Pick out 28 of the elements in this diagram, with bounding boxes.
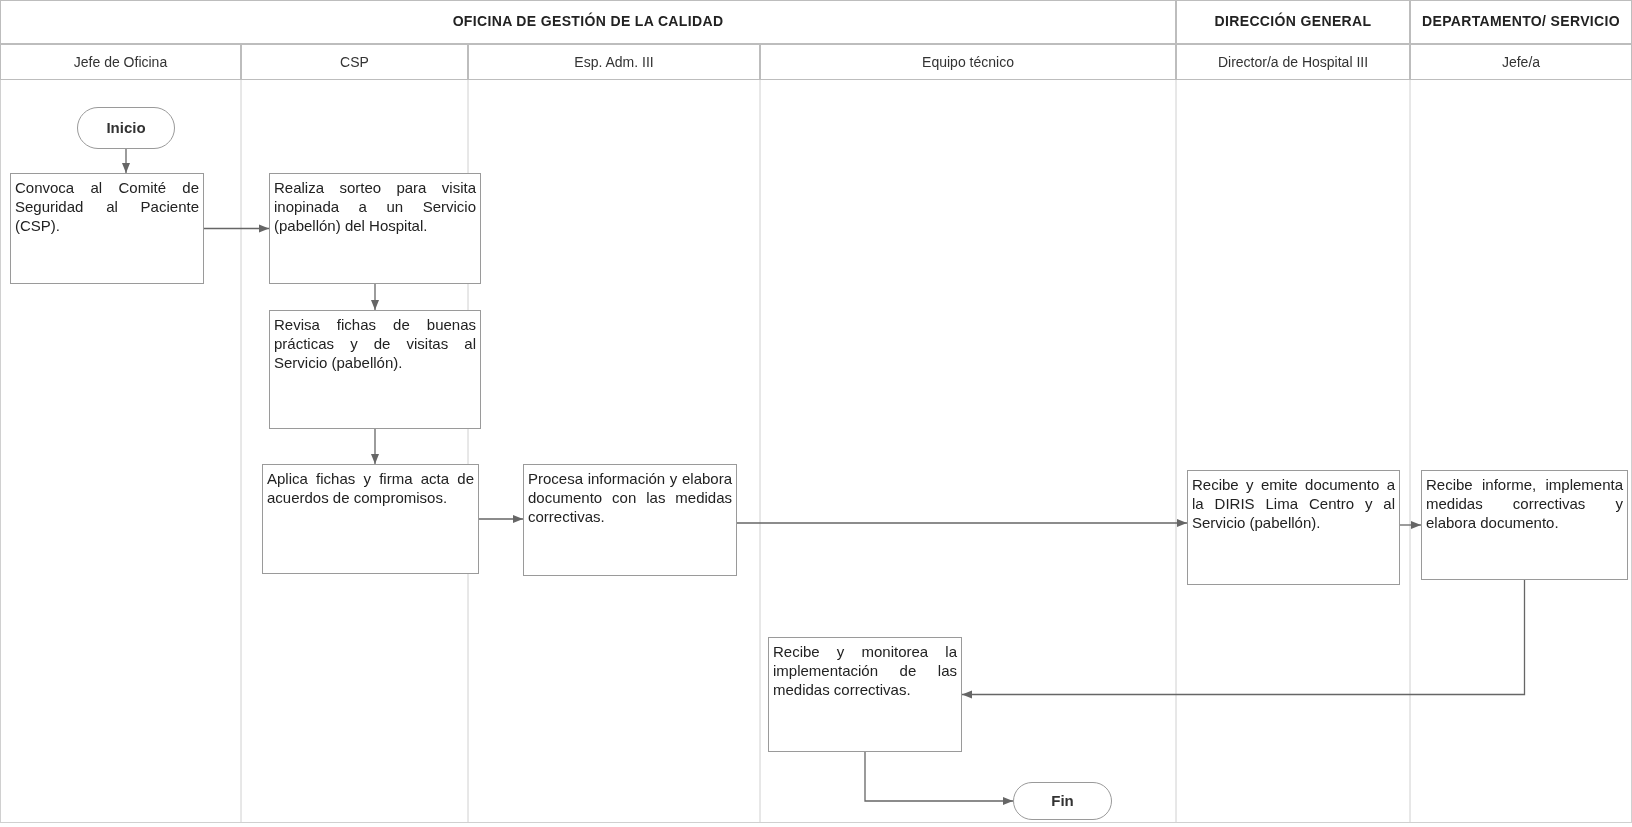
arrow <box>370 428 380 465</box>
process-box: Realiza sorteo para visita inopinada a un Servicio (pabellón) del Hospital. <box>269 173 481 284</box>
lane-header: Esp. Adm. III <box>468 44 760 80</box>
process-box: Procesa información y elabora documento con las medidas correctivas. <box>523 464 737 576</box>
arrow <box>121 148 131 174</box>
terminator-pill: Fin <box>1013 782 1112 820</box>
arrow <box>864 751 1014 806</box>
lane-header: Jefe/a <box>1410 44 1632 80</box>
lane-header: CSP <box>241 44 468 80</box>
process-box: Recibe informe, implementa medidas correctivas y elabora documento. <box>1421 470 1628 580</box>
process-box: Recibe y emite documento a la DIRIS Lima Centro y al Servicio (pabellón). <box>1187 470 1400 585</box>
lane-header: Director/a de Hospital III <box>1176 44 1410 80</box>
arrow <box>478 514 524 524</box>
lane-header: Equipo técnico <box>760 44 1176 80</box>
process-box: Recibe y monitorea la implementación de las medidas correctivas. <box>768 637 962 752</box>
group-header: DEPARTAMENTO/ SERVICIO <box>1410 0 1632 44</box>
arrow <box>961 579 1526 699</box>
process-box: Aplica fichas y firma acta de acuerdos de compromisos. <box>262 464 479 574</box>
process-box: Revisa fichas de buenas prácticas y de visitas al Servicio (pabellón). <box>269 310 481 429</box>
terminator-pill: Inicio <box>77 107 175 149</box>
arrow <box>370 283 380 311</box>
group-header: DIRECCIÓN GENERAL <box>1176 0 1410 44</box>
lane-header: Jefe de Oficina <box>0 44 241 80</box>
group-header: OFICINA DE GESTIÓN DE LA CALIDAD <box>0 0 1176 44</box>
arrow <box>736 518 1188 528</box>
arrow <box>203 224 270 233</box>
process-box: Convoca al Comité de Seguridad al Paciente (CSP). <box>10 173 204 284</box>
arrow <box>1399 520 1422 530</box>
